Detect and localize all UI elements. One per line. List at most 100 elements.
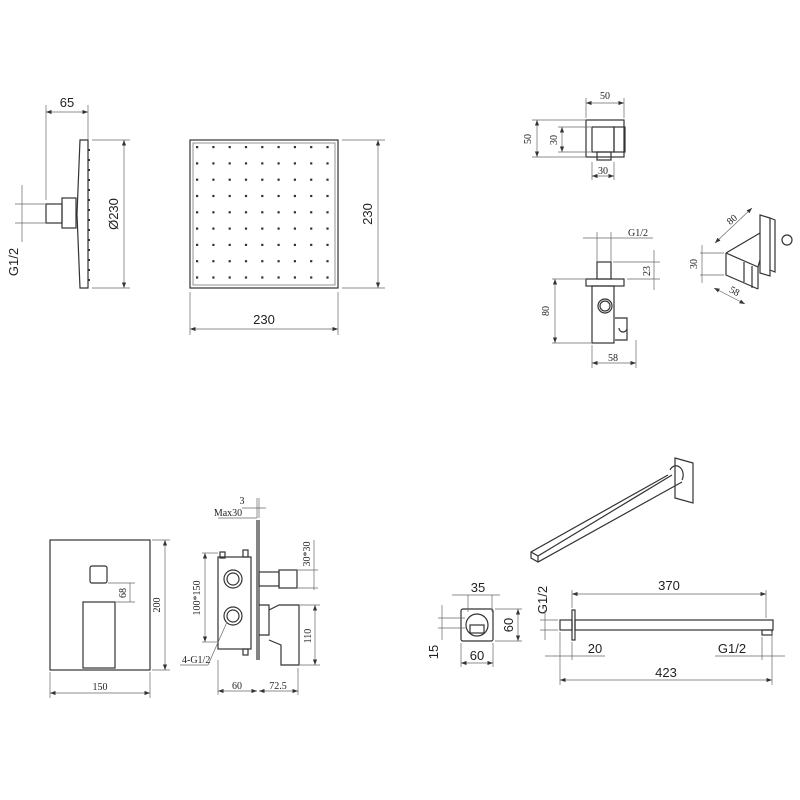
nozzle-dot <box>326 260 329 263</box>
nozzle-dot <box>326 243 329 246</box>
nozzle-dot <box>228 260 231 263</box>
nozzle-dot <box>228 227 231 230</box>
nozzle-dot <box>212 178 215 181</box>
nozzle-dot <box>212 146 215 149</box>
nozzle-tip <box>88 279 90 281</box>
nozzle-dot <box>326 146 329 149</box>
nozzle-dot <box>261 227 264 230</box>
nozzle-dot <box>196 260 199 263</box>
nozzle-dot <box>326 194 329 198</box>
nozzle-tip <box>88 259 90 261</box>
hand-holder-top-view: 50 50 30 30 <box>523 91 626 180</box>
box-label: 100*150 <box>192 581 203 616</box>
inlet-label: G1/2 <box>6 248 21 276</box>
nozzle-dot <box>293 211 296 214</box>
projection-label: 72.5 <box>269 681 287 692</box>
height-label: 200 <box>152 598 163 613</box>
nozzle-dot <box>196 276 199 279</box>
nozzle-dot <box>293 162 296 165</box>
nozzle-dot <box>196 146 199 149</box>
nozzle-dot <box>212 243 215 246</box>
nozzle-dot <box>228 178 231 181</box>
box-depth-label: 60 <box>232 681 242 692</box>
flange-label: 20 <box>588 641 602 656</box>
nozzle-dot <box>196 178 199 181</box>
nozzle-dot <box>277 194 280 198</box>
nozzle-dot <box>310 260 313 263</box>
nozzle-dot <box>293 178 296 181</box>
nozzle-dot <box>212 162 215 165</box>
nozzle-dot <box>228 194 231 198</box>
nozzle-tip <box>88 159 90 161</box>
nozzle-dot <box>244 162 248 165</box>
nozzle-dot <box>261 211 264 214</box>
width-label: 150 <box>93 682 108 693</box>
width-label: 50 <box>600 91 610 102</box>
nozzle-dot <box>212 211 215 214</box>
nozzle-dot <box>228 211 231 214</box>
nozzle-dot <box>244 276 248 279</box>
offset-label: 68 <box>118 588 129 598</box>
nozzle-tip <box>88 249 90 251</box>
nozzle-tip <box>88 239 90 241</box>
nozzle-dot <box>310 194 313 198</box>
width-label: 230 <box>253 312 275 327</box>
nozzle-dot <box>228 276 231 279</box>
mixer-side-view: 3 Max30 100*150 30*30 110 4-G1/2 60 72.5 <box>180 496 320 695</box>
nozzle-dot <box>277 211 280 214</box>
nozzle-dot <box>228 243 231 246</box>
nozzle-dot <box>293 276 296 279</box>
inner-height-label: 30 <box>549 135 560 145</box>
nozzle-dot <box>261 178 264 181</box>
nozzle-tip <box>88 269 90 271</box>
nozzle-dot <box>261 162 264 165</box>
nozzle-dot <box>212 227 215 230</box>
nozzle-dot <box>244 243 248 246</box>
shower-head-front-view: 230 230 <box>189 139 385 335</box>
nozzle-dot <box>212 194 215 198</box>
nozzle-dot <box>196 211 199 214</box>
nozzle-dot <box>244 227 248 230</box>
nozzle-tip <box>88 169 90 171</box>
offset-label: 15 <box>426 645 441 659</box>
nozzle-dot <box>277 162 280 165</box>
nozzle-dot <box>196 194 199 198</box>
nozzle-dot <box>277 260 280 263</box>
shower-arm-end-view: 35 60 15 60 <box>426 580 522 667</box>
nozzle-tip <box>88 209 90 211</box>
spout-label: 30*30 <box>302 542 313 567</box>
shower-arm-isometric-view <box>530 457 694 563</box>
diameter-label: Ø230 <box>106 198 121 230</box>
nozzle-tip <box>88 149 90 151</box>
nozzle-dot <box>326 211 329 214</box>
nozzle-dot <box>244 178 248 181</box>
nozzle-dot <box>244 211 248 214</box>
width-label: 58 <box>608 353 618 364</box>
stub-label: 23 <box>642 266 653 276</box>
nozzle-dot <box>310 211 313 214</box>
length-label: 370 <box>658 578 680 593</box>
depth-label: 65 <box>60 95 74 110</box>
nozzle-tip <box>88 229 90 231</box>
height-label: 80 <box>541 306 552 316</box>
nozzle-dot <box>310 243 313 246</box>
nozzle-dot <box>261 243 264 246</box>
nozzle-tip <box>88 179 90 181</box>
max-depth-label: Max30 <box>214 508 242 519</box>
hand-holder-side-view: G1/2 23 80 58 <box>541 228 660 368</box>
shower-head-side-view: 65 Ø230 G1/2 <box>6 95 130 289</box>
width-top-label: 35 <box>471 580 485 595</box>
total-label: 423 <box>655 665 677 680</box>
nozzle-dot <box>310 162 313 165</box>
nozzle-tip <box>88 189 90 191</box>
nozzle-dot <box>326 276 329 279</box>
height-label: 230 <box>360 203 375 225</box>
inlets-label: 4-G1/2 <box>182 655 210 666</box>
nozzle-dot <box>261 260 264 263</box>
mixer-front-view: 68 200 150 <box>49 539 170 698</box>
nozzle-dot <box>228 162 231 165</box>
nozzle-dot <box>261 194 264 198</box>
nozzle-dot <box>244 146 248 149</box>
nozzle-dot <box>326 162 329 165</box>
